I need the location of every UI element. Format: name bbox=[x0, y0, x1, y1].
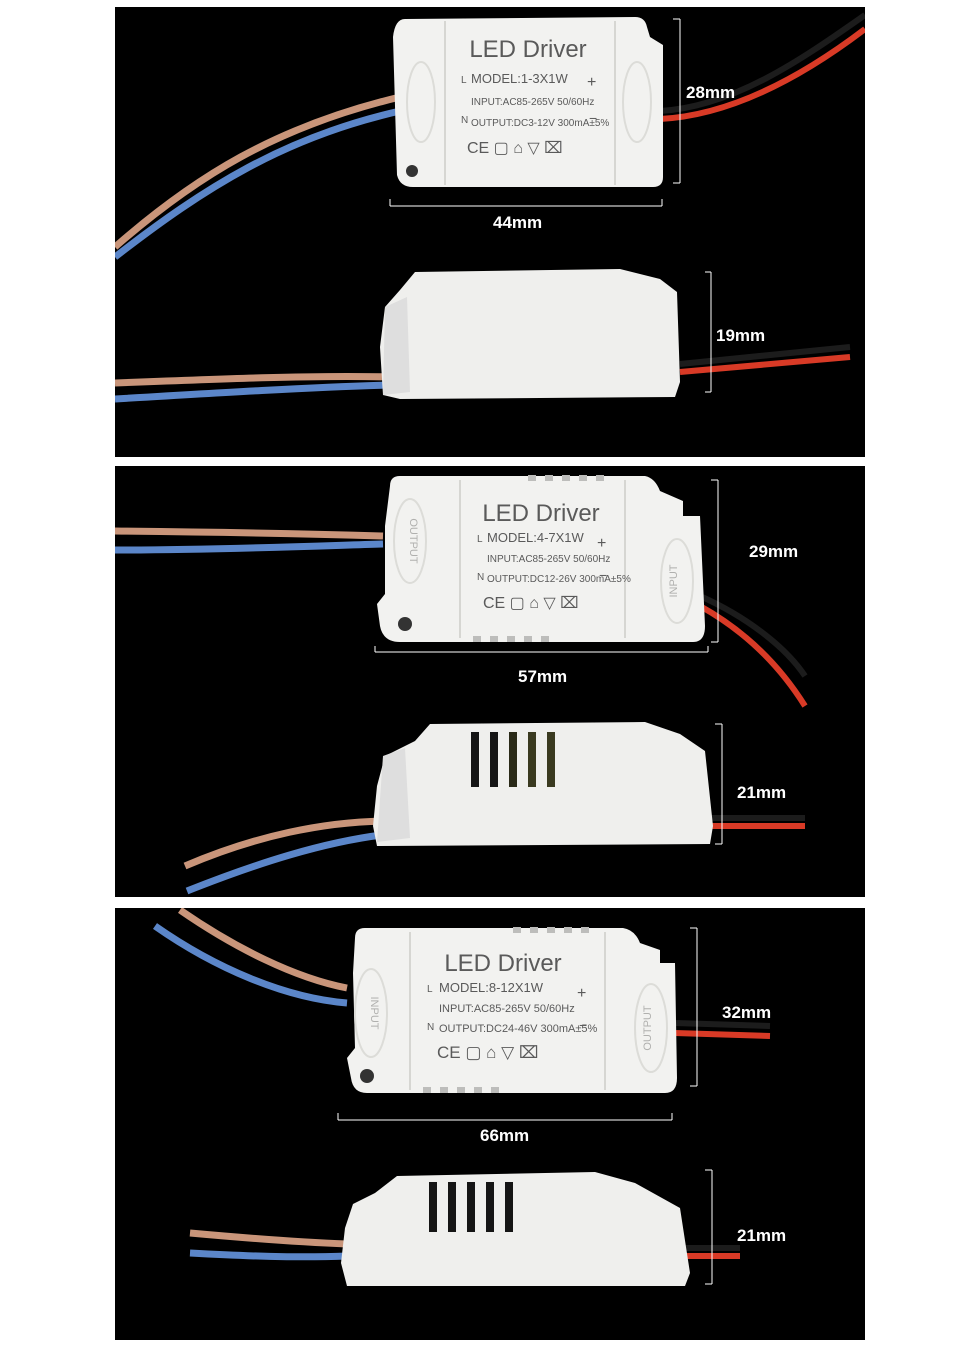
panel-3-drawing: INPUT OUTPUT LED Driver MODEL:8-12X1W IN… bbox=[152, 908, 771, 1286]
vent-slots bbox=[423, 927, 589, 1093]
minus-sign: − bbox=[579, 1017, 587, 1033]
side-label-left: INPUT bbox=[368, 997, 380, 1030]
panel-1-3w-driver: LED Driver MODEL:1-3X1W INPUT:AC85-265V … bbox=[115, 7, 865, 457]
terminal-n: N bbox=[461, 115, 468, 126]
screw-hole bbox=[360, 1069, 374, 1083]
terminal-l: L bbox=[461, 75, 467, 86]
driver-casing-top bbox=[393, 17, 663, 187]
panel-8-12w-driver: INPUT OUTPUT LED Driver MODEL:8-12X1W IN… bbox=[115, 908, 865, 1340]
driver-casing-side bbox=[380, 269, 680, 399]
screw-hole bbox=[406, 165, 418, 177]
minus-sign: − bbox=[589, 110, 597, 126]
label-title: LED Driver bbox=[482, 500, 599, 527]
label-output: OUTPUT:DC3-12V 300mA±5% bbox=[471, 118, 609, 129]
label-output: OUTPUT:DC24-46V 300mA±5% bbox=[439, 1023, 597, 1035]
certification-marks-icon: CE ▢ ⌂ ▽ ⌧ bbox=[437, 1043, 539, 1062]
side-label-right: OUTPUT bbox=[642, 1005, 654, 1051]
label-model: MODEL:4-7X1W bbox=[487, 530, 585, 545]
panel-4-7w-driver: OUTPUT INPUT LED Driver MODEL:4-7X1W INP… bbox=[115, 466, 865, 897]
vent-slots-side bbox=[429, 1182, 513, 1232]
label-input: INPUT:AC85-265V 50/60Hz bbox=[471, 97, 594, 108]
terminal-n: N bbox=[427, 1022, 434, 1033]
certification-marks-icon: CE ▢ ⌂ ▽ ⌧ bbox=[483, 595, 579, 612]
vent-slots bbox=[473, 475, 604, 642]
height-dimension-top: 28mm bbox=[686, 83, 736, 102]
terminal-n: N bbox=[477, 572, 484, 583]
panel-1-drawing: LED Driver MODEL:1-3X1W INPUT:AC85-265V … bbox=[115, 12, 865, 403]
driver-casing-top bbox=[347, 928, 677, 1093]
screw-hole bbox=[398, 617, 412, 631]
plus-sign: + bbox=[587, 74, 596, 91]
side-label-left: OUTPUT bbox=[407, 518, 419, 564]
height-dimension-side: 19mm bbox=[716, 326, 766, 345]
driver-casing-side bbox=[341, 1172, 690, 1286]
width-dimension: 57mm bbox=[518, 667, 568, 686]
label-input: INPUT:AC85-265V 50/60Hz bbox=[487, 554, 610, 565]
brown-wire bbox=[115, 93, 401, 250]
label-output: OUTPUT:DC12-26V 300mA±5% bbox=[487, 574, 631, 585]
terminal-l: L bbox=[427, 984, 433, 995]
width-dimension: 66mm bbox=[480, 1126, 530, 1145]
plus-sign: + bbox=[577, 985, 586, 1002]
width-dimension: 44mm bbox=[493, 213, 543, 232]
height-dimension-side: 21mm bbox=[737, 1226, 787, 1245]
driver-casing-side bbox=[373, 722, 713, 846]
label-input: INPUT:AC85-265V 50/60Hz bbox=[439, 1003, 575, 1015]
red-wire bbox=[659, 26, 865, 122]
label-model: MODEL:8-12X1W bbox=[439, 980, 544, 995]
blue-wire bbox=[115, 107, 401, 260]
height-dimension-top: 32mm bbox=[722, 1003, 772, 1022]
vent-slots-side bbox=[471, 732, 555, 787]
label-title: LED Driver bbox=[469, 36, 586, 63]
side-label-right: INPUT bbox=[668, 564, 680, 597]
black-wire bbox=[659, 12, 865, 114]
label-model: MODEL:1-3X1W bbox=[471, 71, 569, 86]
minus-sign: − bbox=[599, 567, 607, 583]
certification-marks-icon: CE ▢ ⌂ ▽ ⌧ bbox=[467, 140, 563, 157]
height-dimension-top: 29mm bbox=[749, 542, 799, 561]
terminal-l: L bbox=[477, 534, 483, 545]
label-title: LED Driver bbox=[444, 950, 561, 977]
plus-sign: + bbox=[597, 535, 606, 552]
panel-2-drawing: OUTPUT INPUT LED Driver MODEL:4-7X1W INP… bbox=[115, 475, 808, 895]
height-dimension-side: 21mm bbox=[737, 783, 787, 802]
